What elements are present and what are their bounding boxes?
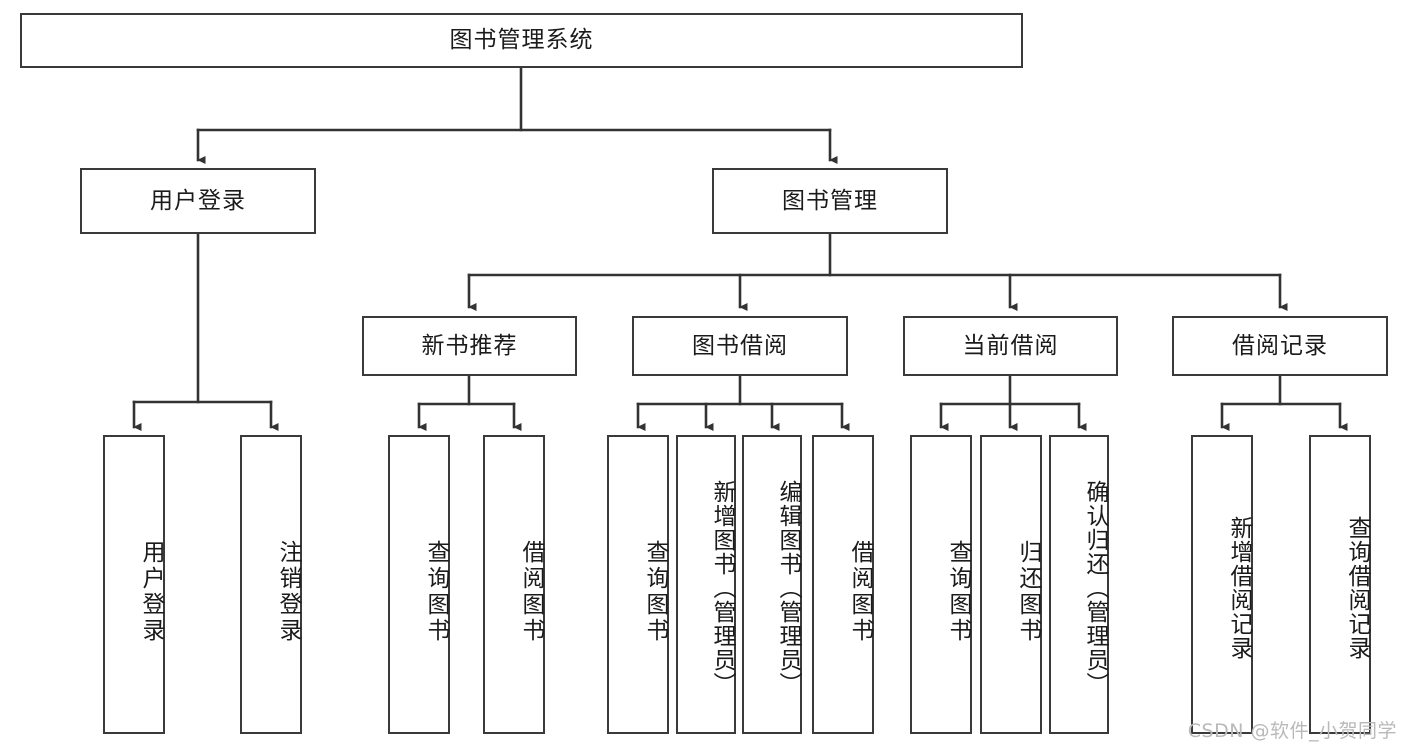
watermark-text: CSDN @软件_小贺同学: [1187, 720, 1397, 742]
node-current-borrow[interactable]: 当前借阅: [903, 316, 1118, 376]
node-book-borrow[interactable]: 图书借阅: [632, 316, 848, 376]
node-label: 图书借阅: [692, 332, 788, 359]
leaf-borrow-edit-book-admin[interactable]: 编辑图书（管理员）: [742, 435, 802, 734]
leaf-current-return-book[interactable]: 归还图书: [980, 435, 1042, 734]
node-label: 注销登录: [275, 539, 301, 644]
leaf-recommend-query-book[interactable]: 查询图书: [388, 435, 450, 734]
node-label: 新增图书（管理员）: [709, 479, 735, 696]
leaf-borrow-query-book[interactable]: 查询图书: [607, 435, 669, 734]
node-borrow-record[interactable]: 借阅记录: [1172, 316, 1388, 376]
node-label: 查询借阅记录: [1344, 515, 1370, 660]
node-label: 当前借阅: [962, 332, 1059, 359]
node-label: 用户登录: [138, 539, 164, 644]
node-root-system[interactable]: 图书管理系统: [20, 13, 1023, 68]
node-label: 借阅图书: [518, 539, 544, 644]
node-new-book-recommend[interactable]: 新书推荐: [362, 316, 577, 376]
leaf-borrow-borrow-book[interactable]: 借阅图书: [812, 435, 874, 734]
node-user-login[interactable]: 用户登录: [80, 168, 316, 234]
node-label: 归还图书: [1015, 539, 1041, 644]
node-book-management[interactable]: 图书管理: [712, 168, 948, 234]
node-label: 查询图书: [642, 539, 668, 644]
leaf-current-confirm-return-admin[interactable]: 确认归还（管理员）: [1049, 435, 1109, 734]
leaf-current-query-book[interactable]: 查询图书: [910, 435, 972, 734]
leaf-user-login-login[interactable]: 用户登录: [103, 435, 165, 734]
leaf-recommend-borrow-book[interactable]: 借阅图书: [483, 435, 545, 734]
node-label: 用户登录: [150, 187, 246, 214]
node-label: 借阅记录: [1232, 332, 1328, 359]
leaf-record-add-record[interactable]: 新增借阅记录: [1191, 435, 1253, 734]
node-label: 编辑图书（管理员）: [775, 479, 801, 696]
node-label: 新书推荐: [421, 332, 518, 359]
node-label: 新增借阅记录: [1226, 515, 1252, 660]
node-label: 图书管理: [782, 187, 878, 214]
leaf-borrow-add-book-admin[interactable]: 新增图书（管理员）: [676, 435, 736, 734]
node-label: 图书管理系统: [449, 27, 594, 54]
node-label: 查询图书: [945, 539, 971, 644]
node-label: 查询图书: [423, 539, 449, 644]
leaf-user-login-logout[interactable]: 注销登录: [240, 435, 302, 734]
node-label: 借阅图书: [847, 539, 873, 644]
node-label: 确认归还（管理员）: [1082, 479, 1108, 696]
leaf-record-query-record[interactable]: 查询借阅记录: [1309, 435, 1371, 734]
